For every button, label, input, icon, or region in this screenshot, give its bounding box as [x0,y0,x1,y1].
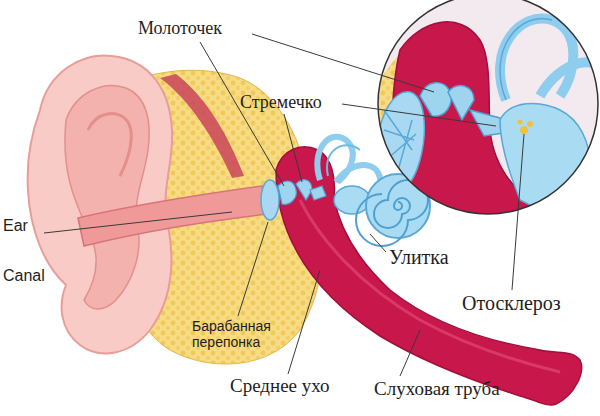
part-label: Улитка [389,246,449,269]
part-label: Барабанная перепонка [192,318,296,350]
part-label: Слуховая труба [374,378,500,400]
part-label: Молоточек [138,18,222,39]
part-label: Отосклероз [462,292,561,315]
part-label: Среднее ухо [230,375,330,397]
part-label: Стремечко [240,92,322,113]
part-label: Ear Canal [3,201,55,301]
leader-lines [44,34,524,376]
